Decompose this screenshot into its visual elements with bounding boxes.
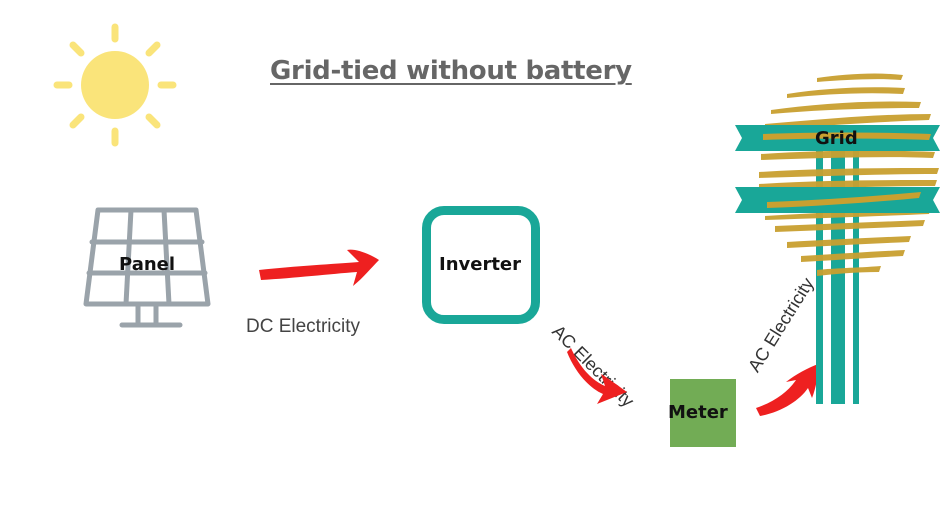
grid-label: Grid	[815, 128, 858, 149]
meter-node	[670, 379, 736, 447]
dc-arrow	[259, 249, 379, 286]
solar-panel-icon	[83, 207, 211, 328]
diagram-title: Grid-tied without battery	[270, 56, 632, 86]
power-grid-icon	[735, 73, 940, 404]
ac-arrow-2	[756, 364, 818, 416]
inverter-node	[422, 206, 540, 324]
sun-icon	[53, 23, 177, 147]
panel-label: Panel	[119, 254, 176, 275]
meter-label: Meter	[668, 402, 728, 423]
dc-electricity-label: DC Electricity	[246, 316, 361, 337]
ac-arrow-1	[567, 348, 627, 404]
inverter-label: Inverter	[439, 254, 522, 275]
